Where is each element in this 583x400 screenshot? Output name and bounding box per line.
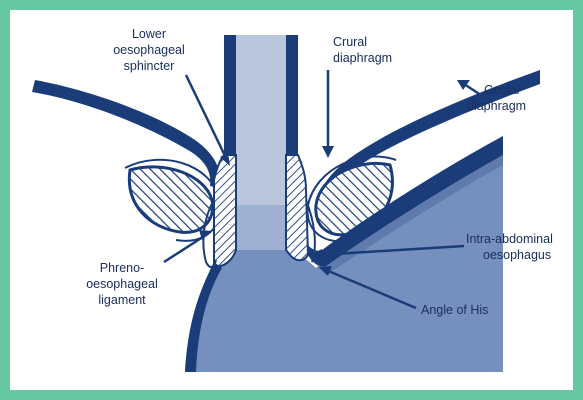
phreno-label-line2: oesophageal: [86, 277, 158, 291]
left-crural-muscle: [129, 167, 212, 233]
oesophagus-left-wall: [224, 35, 236, 160]
intra-label-line2: oesophagus: [483, 248, 551, 262]
oesophagus-right-wall: [286, 35, 298, 160]
costal-label-line2: diaphragm: [467, 99, 526, 113]
intra-label-line1: Intra-abdominal: [466, 232, 553, 246]
les-right-band: [286, 155, 308, 260]
crural-label-line1: Crural: [333, 35, 367, 49]
costal-label-line1: Costal: [484, 83, 519, 97]
costal-arrowhead: [457, 80, 470, 90]
les-label-line1: Lower: [132, 27, 166, 41]
phreno-label-line3: ligament: [98, 293, 146, 307]
costal-arrow: [464, 84, 484, 97]
angle-his-label: Angle of His: [421, 303, 488, 317]
oesophagus-transition: [232, 205, 290, 250]
les-left-band: [214, 155, 236, 266]
crural-label-line2: diaphragm: [333, 51, 392, 65]
les-label-line3: sphincter: [124, 59, 175, 73]
oesophagus-lumen: [236, 35, 286, 225]
les-label-line2: oesophageal: [113, 43, 185, 57]
phreno-label-line1: Phreno-: [100, 261, 144, 275]
crural-arrowhead: [322, 146, 334, 158]
left-diaphragm-arm: [32, 80, 220, 188]
phreno-arrow: [164, 235, 206, 262]
